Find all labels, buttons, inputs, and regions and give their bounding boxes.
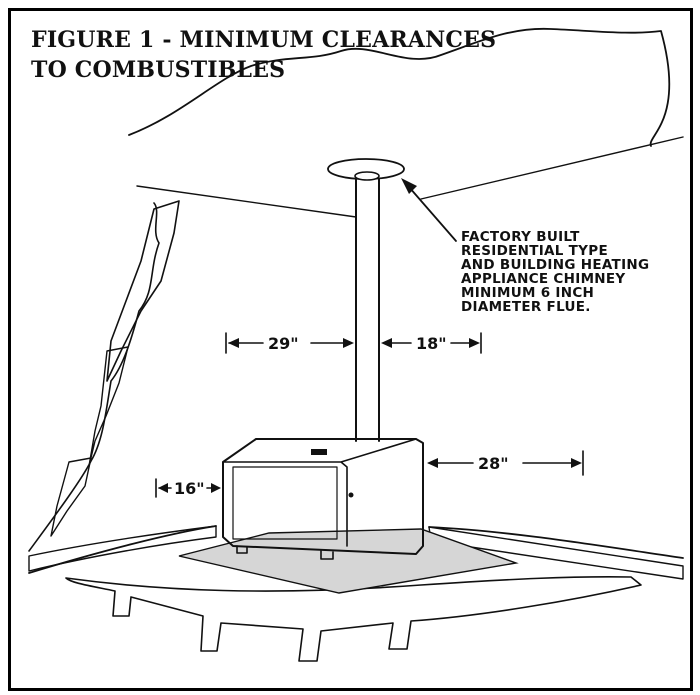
callout-line-3: AND BUILDING HEATING: [461, 257, 649, 273]
heater-cabinet: [222, 438, 424, 555]
dim-28-label: 28": [478, 454, 509, 473]
floor-joist-front: [65, 576, 642, 662]
floor-joist-left: [28, 525, 217, 572]
heater-door-knob: [348, 492, 354, 498]
ceiling-outline: [128, 27, 671, 147]
ceiling-wall-edge: [136, 136, 684, 218]
left-wall-stud-2: [88, 346, 129, 467]
dim-16-arrow-left: [158, 483, 168, 493]
dim-29-arrow-left: [228, 338, 239, 348]
dim-29-label: 29": [268, 334, 299, 353]
dim-28-arrow-right: [571, 458, 582, 468]
callout-leader: [408, 186, 457, 242]
callout-line-2: RESIDENTIAL TYPE: [461, 243, 608, 259]
floor-protection-pad: [178, 528, 519, 594]
left-wall-edge: [28, 202, 160, 552]
callout-line-6: DIAMETER FLUE.: [461, 299, 591, 315]
callout-arrowhead: [401, 178, 417, 194]
figure-frame: FIGURE 1 - MINIMUM CLEARANCES TO COMBUST…: [8, 8, 693, 691]
dim-28-arrow-left: [427, 458, 438, 468]
left-wall-stud-3: [50, 457, 92, 537]
flue-top: [354, 171, 380, 181]
callout-line-4: APPLIANCE CHIMNEY: [461, 271, 626, 287]
heater-feet: [236, 545, 334, 560]
chimney-flue: [355, 174, 380, 442]
callout-line-5: MINIMUM 6 INCH: [461, 285, 594, 301]
callout-line-1: FACTORY BUILT: [461, 229, 580, 245]
dim-16-label: 16": [174, 479, 205, 498]
heater-label-plate: [311, 449, 327, 455]
figure-title-line-1: FIGURE 1 - MINIMUM CLEARANCES: [31, 27, 497, 53]
dim-18-label: 18": [416, 334, 447, 353]
dim-18-arrow-left: [381, 338, 392, 348]
dim-16-arrow-right: [211, 483, 221, 493]
heater-front-face: [222, 438, 417, 547]
dim-29-arrow-right: [343, 338, 354, 348]
dim-18-arrow-right: [469, 338, 480, 348]
left-wall-stud-1: [106, 200, 180, 382]
heater-inner-panel: [232, 466, 338, 540]
clearance-illustration: FACTORY BUILT RESIDENTIAL TYPE AND BUILD…: [28, 27, 684, 662]
